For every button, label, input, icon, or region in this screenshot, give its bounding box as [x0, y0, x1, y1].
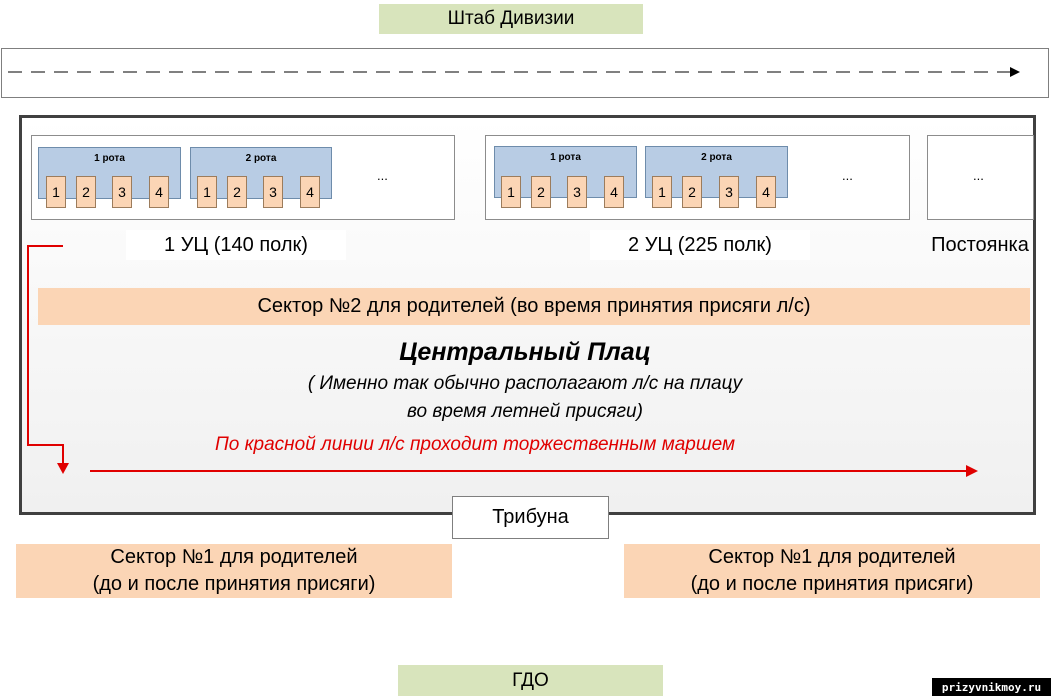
uc2-r1-platoon-4: 4 [604, 176, 624, 208]
uc2-r2-platoon-3: 3 [719, 176, 739, 208]
uc2-r1-platoon-1: 1 [501, 176, 521, 208]
plac-note-line1: ( Именно так обычно располагают л/с на п… [307, 373, 743, 394]
sector1-left: Сектор №1 для родителей (до и после прин… [16, 544, 452, 598]
uc1-r1-platoon-3: 3 [112, 176, 132, 208]
uc1-r2-platoon-1: 1 [197, 176, 217, 208]
uc2-ellipsis: ... [842, 168, 853, 183]
plac-note-line2: во время летней присяги) [407, 401, 643, 422]
sector1-right: Сектор №1 для родителей (до и после прин… [624, 544, 1040, 598]
postoyanka-ellipsis: ... [973, 168, 984, 183]
uc1-r1-platoon-1: 1 [46, 176, 66, 208]
march-note: По красной линии л/с проходит торжествен… [214, 434, 736, 455]
sector1-left-line2: (до и после принятия присяги) [92, 573, 376, 595]
uc1-ellipsis: ... [377, 168, 388, 183]
uc1-r1-platoon-4: 4 [149, 176, 169, 208]
uc2-r2-platoon-4: 4 [756, 176, 776, 208]
tribuna: Трибуна [452, 496, 609, 539]
uc2-r1-platoon-2: 2 [531, 176, 551, 208]
uc2-r2-platoon-2: 2 [682, 176, 702, 208]
gdo-label: ГДО [398, 665, 663, 696]
march-route-left-path [27, 245, 64, 466]
uc2-r2-platoon-1: 1 [652, 176, 672, 208]
plac-title: Центральный Плац [399, 337, 651, 366]
sector1-right-line1: Сектор №1 для родителей [708, 546, 956, 568]
uc2-r1-platoon-3: 3 [567, 176, 587, 208]
uc1-r1-platoon-2: 2 [76, 176, 96, 208]
uc1-label: 1 УЦ (140 полк) [126, 230, 346, 260]
uc1-r2-platoon-4: 4 [300, 176, 320, 208]
march-route-down-arrowhead [57, 463, 69, 474]
postoyanka-label: Постоянка [931, 233, 1029, 256]
uc1-r2-platoon-3: 3 [263, 176, 283, 208]
march-route-right-arrowhead [966, 465, 978, 477]
watermark: prizyvnikmoy.ru [932, 678, 1051, 696]
road-dashed-arrow [8, 67, 1020, 77]
sector1-left-line1: Сектор №1 для родителей [110, 546, 358, 568]
road [1, 48, 1049, 98]
uc2-label: 2 УЦ (225 полк) [590, 230, 810, 260]
sector2-parents: Сектор №2 для родителей (во время принят… [38, 288, 1030, 325]
uc1-r2-platoon-2: 2 [227, 176, 247, 208]
hq-label: Штаб Дивизии [379, 4, 643, 34]
postoyanka-box [927, 135, 1034, 220]
sector1-right-line2: (до и после принятия присяги) [690, 573, 974, 595]
